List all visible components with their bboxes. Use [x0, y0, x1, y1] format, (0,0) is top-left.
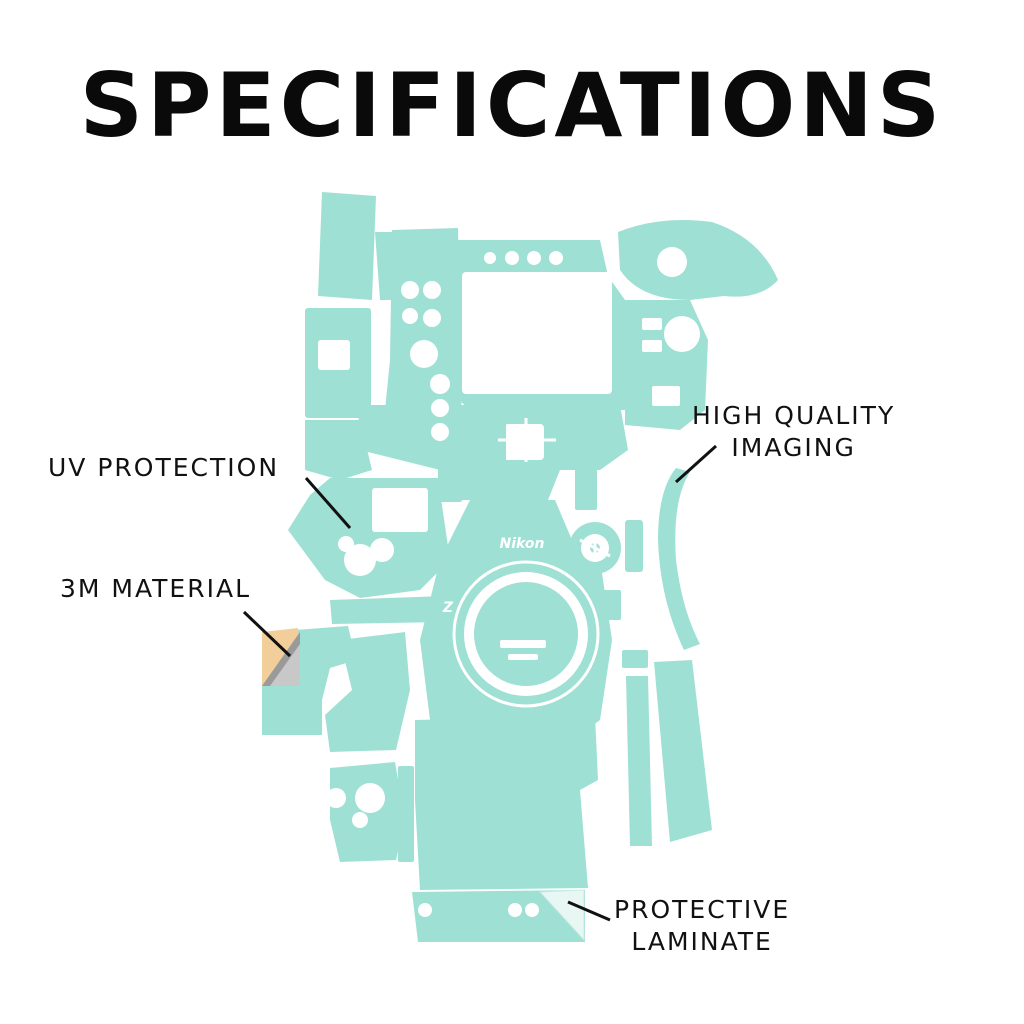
skin-piece-mid-small	[603, 590, 621, 620]
skin-piece-right-small	[622, 650, 648, 668]
skin-piece-grip-rear-strip	[398, 766, 414, 862]
skin-piece-dial-tab	[625, 520, 643, 572]
protective-laminate-label: PROTECTIVE LAMINATE	[614, 894, 790, 958]
high-quality-imaging-label: HIGH QUALITY IMAGING	[692, 400, 895, 464]
top-lcd-window	[462, 272, 612, 394]
uv-protection-label: UV PROTECTION	[48, 453, 280, 482]
skin-piece-left-mid	[305, 420, 372, 480]
skin-piece-right-vertical-b	[654, 660, 712, 842]
skin-piece-right-vertical-a	[626, 676, 652, 846]
material-leader-line	[242, 610, 292, 658]
laminate-label-line-2: LAMINATE	[631, 927, 773, 956]
laminate-label-line-1: PROTECTIVE	[614, 895, 791, 924]
skin-piece-lower-body	[415, 716, 598, 890]
skin-piece-center-upper	[358, 405, 628, 500]
skin-piece-top-strip	[318, 192, 376, 300]
page-title: SPECIFICATIONS	[79, 54, 945, 157]
skin-piece-eyecup	[618, 219, 778, 300]
material-peel-swatch	[262, 628, 300, 686]
skin-piece-grip-inner	[325, 632, 410, 752]
laminate-leader-line	[567, 900, 611, 922]
skin-piece-grip-strip	[330, 596, 445, 624]
imaging-label-line-2: IMAGING	[731, 433, 856, 462]
imaging-leader-line	[674, 444, 718, 484]
skin-piece-bottom-plate	[412, 890, 585, 942]
uv-leader-line	[304, 477, 352, 529]
skin-piece-small-strip-b	[575, 452, 597, 510]
skin-piece-left-grip	[262, 626, 356, 735]
imaging-label-line-1: HIGH QUALITY	[692, 401, 896, 430]
skin-piece-curved-strip	[658, 468, 700, 650]
3m-material-label: 3M MATERIAL	[60, 574, 251, 603]
laminate-peel-swatch	[538, 889, 585, 942]
brand-badge-text: Z	[442, 600, 454, 616]
skin-piece-small-strip-a	[438, 450, 462, 502]
brand-mark-text: Nikon	[500, 536, 545, 552]
